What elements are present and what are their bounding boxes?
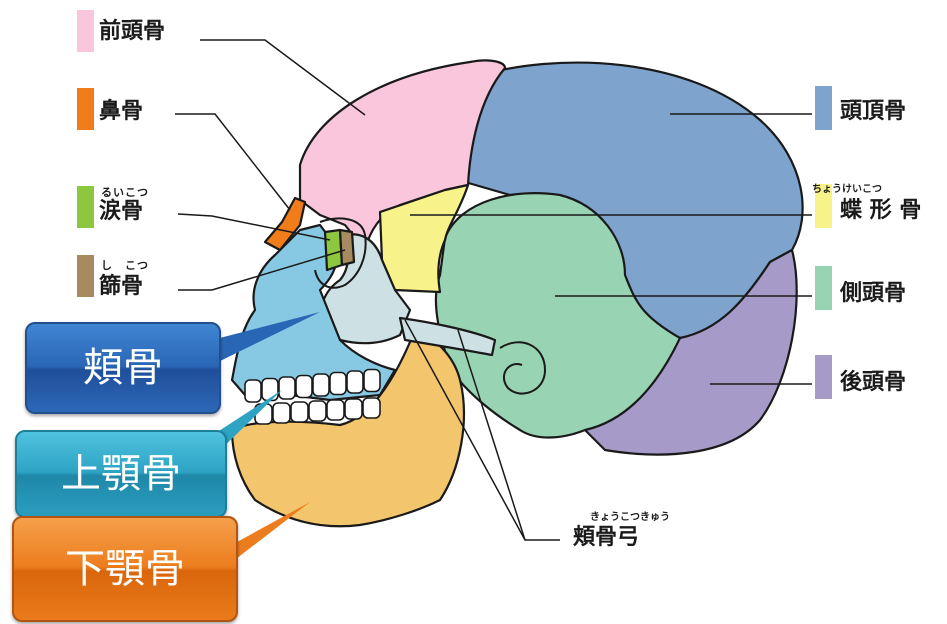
leader-lacrimal <box>177 213 331 241</box>
zygomatic-arch-bone <box>398 316 497 357</box>
label-parietal: 頭頂骨 <box>840 99 907 124</box>
ruby-sphenoid: ちょうけいこつ <box>812 184 882 195</box>
ear-canal <box>499 341 547 395</box>
callout-zygomatic-text: 頬骨 <box>83 345 163 391</box>
upper-tooth <box>278 376 296 400</box>
eye-socket <box>314 217 367 289</box>
occipital-bone <box>583 248 798 456</box>
sphenoid-bone <box>378 183 470 294</box>
upper-tooth <box>363 368 381 393</box>
callout-tail-mandible <box>226 502 310 562</box>
leader-arch-2 <box>457 329 526 541</box>
label-frontal: 前頭骨 <box>99 19 166 44</box>
label-ethmoid: 篩骨 <box>99 274 144 299</box>
callout-tail-zygomatic <box>212 312 320 365</box>
lower-tooth <box>362 397 381 419</box>
ruby-lacrimal: るいこつ <box>101 186 149 199</box>
label-lacrimal: 涙骨 <box>99 199 144 224</box>
lower-tooth <box>326 399 345 421</box>
lower-tooth <box>344 398 363 420</box>
upper-tooth <box>346 370 364 394</box>
callout-mandible: 下顎骨 <box>12 516 238 622</box>
swatch-temporal <box>815 266 832 310</box>
leader-lines <box>175 39 812 541</box>
swatch-frontal <box>77 10 94 52</box>
lower-tooth <box>272 402 291 424</box>
swatch-nasal <box>77 88 94 130</box>
ruby-ethmoid: し こつ <box>101 259 149 272</box>
label-temporal: 側頭骨 <box>840 281 907 306</box>
label-sphenoid: 蝶 形 骨 <box>840 198 922 223</box>
label-zygomatic-arch: 頬骨弓 <box>573 525 640 550</box>
frontal-bone <box>298 59 507 252</box>
upper-tooth <box>261 377 279 402</box>
upper-tooth <box>329 371 347 396</box>
leader-ethmoid <box>178 249 346 291</box>
ruby-zygomatic-arch: きょうこつきゅう <box>590 512 670 523</box>
upper-tooth <box>312 373 330 397</box>
lower-tooth <box>290 401 309 423</box>
callout-mandible-text: 下顎骨 <box>65 546 185 592</box>
callout-zygomatic: 頬骨 <box>25 322 221 414</box>
nasal-bone <box>263 196 307 252</box>
leader-nasal <box>175 113 291 211</box>
callout-maxilla-text: 上顎骨 <box>61 451 181 497</box>
swatch-parietal <box>815 86 832 130</box>
upper-tooth <box>295 374 313 399</box>
label-nasal: 鼻骨 <box>99 99 144 124</box>
callout-maxilla: 上顎骨 <box>15 430 227 518</box>
swatch-sphenoid <box>815 184 832 228</box>
swatch-ethmoid <box>77 255 94 297</box>
ethmoid-bone <box>338 228 356 267</box>
swatch-occipital <box>815 355 832 399</box>
swatch-lacrimal <box>77 186 94 228</box>
label-occipital: 後頭骨 <box>840 370 907 395</box>
mandible-bone <box>230 328 466 528</box>
lower-tooth <box>308 400 327 422</box>
upper-tooth <box>244 379 262 403</box>
leader-frontal <box>200 39 366 116</box>
teeth <box>244 368 381 425</box>
